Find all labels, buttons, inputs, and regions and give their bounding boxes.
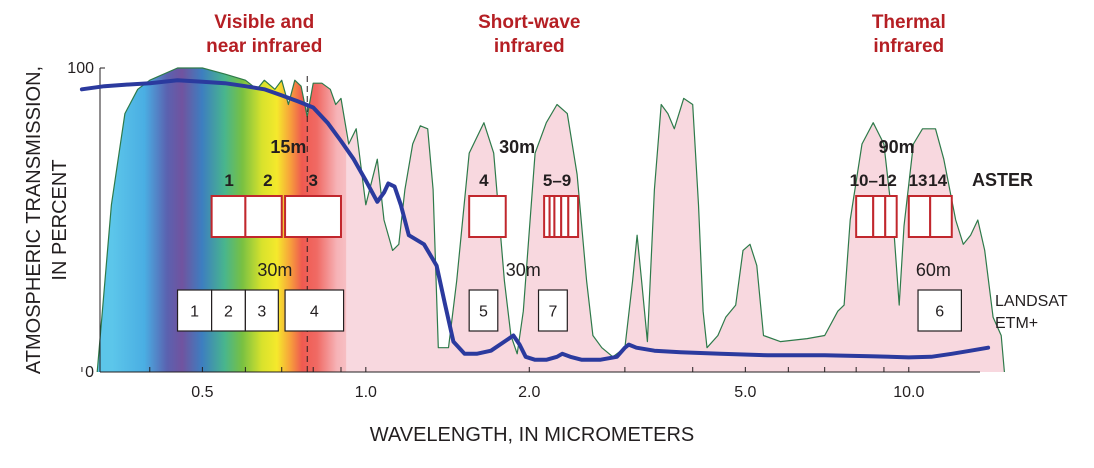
landsat-band	[284, 289, 345, 332]
aster-band	[553, 195, 563, 238]
landsat-band-label: 1	[190, 304, 199, 321]
landsat-sensor-label: LANDSAT	[995, 293, 1068, 310]
aster-band	[872, 195, 887, 238]
aster-band	[284, 195, 342, 238]
aster-resolution-label: 15m	[270, 137, 306, 157]
x-tick-label: 5.0	[734, 384, 756, 401]
aster-band	[210, 195, 247, 238]
region-label: Short-wave	[478, 12, 580, 33]
aster-resolution-label: 30m	[499, 137, 535, 157]
aster-band	[855, 195, 875, 238]
aster-band	[884, 195, 898, 238]
landsat-band	[211, 289, 246, 332]
landsat-band-label: 7	[548, 304, 557, 321]
y-axis-title-line-1: ATMOSPHERIC TRANSMISSION,	[23, 66, 45, 374]
y-axis-title-line-2: IN PERCENT	[49, 159, 71, 280]
landsat-band	[244, 289, 279, 332]
transmission-outline	[96, 67, 1005, 373]
landsat-resolution-label: 30m	[257, 260, 292, 280]
x-tick-label: 2.0	[518, 384, 540, 401]
landsat-band	[176, 289, 213, 332]
x-tick-label: 10.0	[893, 384, 924, 401]
y-tick-label: 0	[85, 364, 94, 381]
region-label: Thermal	[872, 12, 946, 33]
aster-band	[468, 195, 507, 238]
x-axis-title: WAVELENGTH, IN MICROMETERS	[370, 424, 694, 446]
landsat-resolution-label: 30m	[506, 260, 541, 280]
landsat-band	[917, 289, 962, 332]
x-tick-label: 0.5	[191, 384, 213, 401]
landsat-band	[468, 289, 499, 332]
landsat-sensor-label: ETM+	[995, 315, 1038, 332]
aster-band-label: 4	[479, 171, 489, 190]
landsat-band-label: 6	[935, 304, 944, 321]
landsat-resolution-label: 60m	[916, 260, 951, 280]
blue-transmission-line	[79, 78, 991, 362]
aster-band	[567, 195, 580, 238]
y-tick-label: 100	[67, 60, 94, 77]
aster-band	[244, 195, 283, 238]
aster-sensor-label: ASTER	[972, 170, 1033, 190]
landsat-band-label: 4	[310, 304, 319, 321]
landsat-band-label: 3	[257, 304, 266, 321]
aster-band	[907, 195, 932, 238]
region-label: near infrared	[206, 36, 322, 57]
aster-band-label: 1	[224, 171, 233, 190]
aster-band-label: 2	[263, 171, 272, 190]
aster-band	[929, 195, 953, 238]
aster-band-label: 5–9	[543, 171, 571, 190]
region-label: infrared	[494, 36, 565, 57]
aster-resolution-label: 90m	[879, 137, 915, 157]
aster-band-label: 13	[909, 171, 928, 190]
landsat-band-label: 5	[479, 304, 488, 321]
aster-band	[560, 195, 570, 238]
aster-band-label: 10–12	[850, 171, 897, 190]
aster-band-label: 14	[928, 171, 947, 190]
blue-curve-layer	[79, 78, 991, 362]
aster-band-label: 3	[308, 171, 317, 190]
landsat-band-label: 2	[224, 304, 233, 321]
region-label: Visible and	[214, 12, 314, 33]
x-tick-label: 1.0	[355, 384, 377, 401]
axes-layer: 0.5 1.0 2.0 5.0 10.0 0 100	[67, 60, 980, 401]
region-label: infrared	[873, 36, 944, 57]
landsat-band	[537, 289, 568, 332]
annotation-layer: Visible and near infrared Short-wave infrar…	[206, 12, 946, 372]
